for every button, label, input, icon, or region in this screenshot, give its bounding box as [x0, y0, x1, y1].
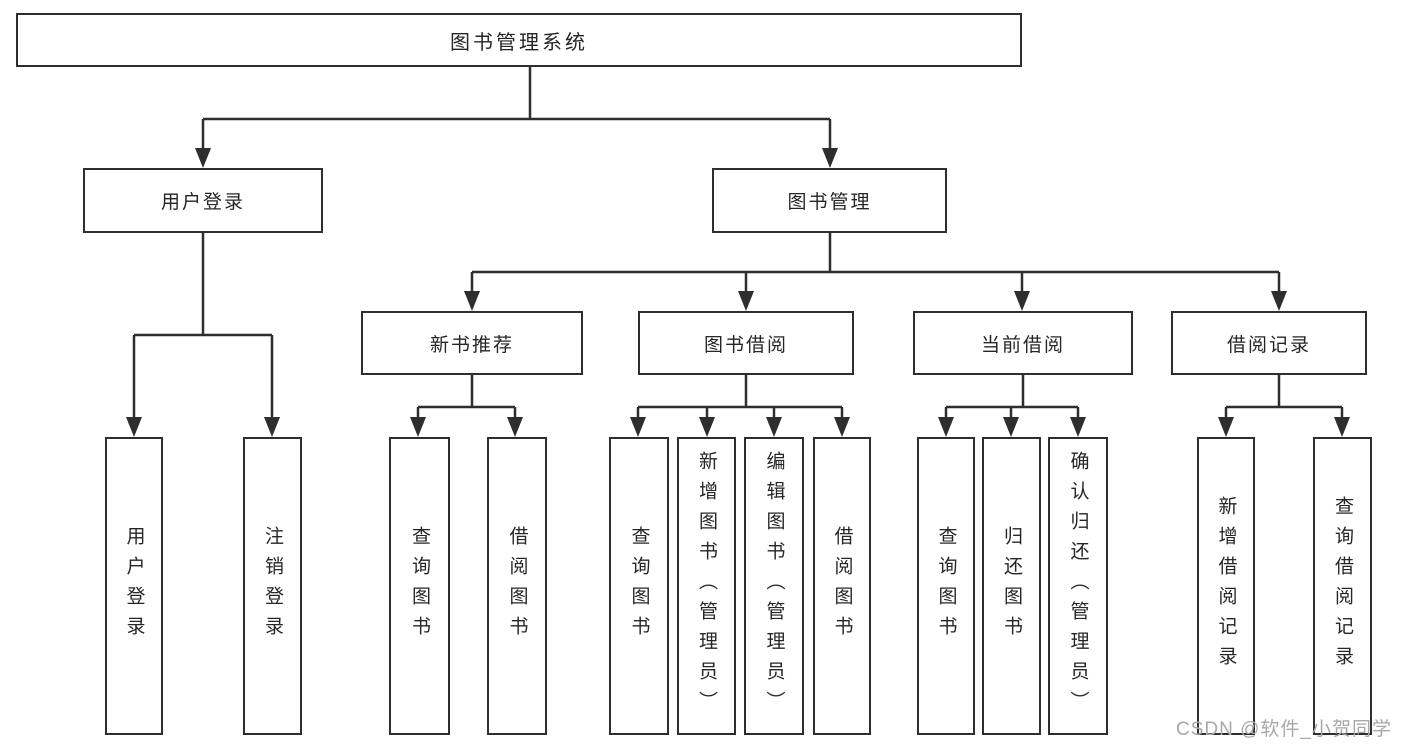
- leaf-current-confirm-return-admin: 确认归还（管理员）: [1048, 437, 1108, 735]
- node-book-management: 图书管理: [712, 168, 947, 233]
- leaf-borrow-add-books-admin: 新增图书（管理员）: [677, 437, 736, 735]
- leaf-current-query-books: 查询图书: [917, 437, 975, 735]
- leaf-record-add-borrow-record: 新增借阅记录: [1197, 437, 1255, 735]
- node-borrow-record-label: 借阅记录: [1226, 334, 1311, 356]
- leaf-current-return-books-label: 归还图书: [1001, 526, 1022, 646]
- csdn-watermark: CSDN @软件_小贺同学: [1176, 719, 1392, 740]
- node-current-borrow-label: 当前借阅: [980, 334, 1065, 356]
- node-current-borrow: 当前借阅: [913, 311, 1133, 375]
- node-user-login-label: 用户登录: [160, 192, 245, 213]
- leaf-borrow-edit-books-admin: 编辑图书（管理员）: [744, 437, 804, 735]
- leaf-current-confirm-return-admin-label: 确认归还（管理员）: [1067, 451, 1089, 721]
- node-book-borrow: 图书借阅: [638, 311, 854, 375]
- node-new-book-recommend: 新书推荐: [361, 311, 583, 375]
- leaf-borrow-edit-books-admin-label: 编辑图书（管理员）: [763, 451, 785, 721]
- leaf-current-query-books-label: 查询图书: [935, 526, 957, 646]
- node-root-label: 图书管理系统: [450, 31, 588, 54]
- leaf-newbook-query-books: 查询图书: [389, 437, 450, 735]
- leaf-current-return-books: 归还图书: [982, 437, 1041, 735]
- leaf-newbook-borrow-books-label: 借阅图书: [506, 526, 528, 646]
- leaf-record-add-borrow-record-label: 新增借阅记录: [1215, 496, 1237, 676]
- leaf-user-login: 用户登录: [105, 437, 163, 735]
- leaf-record-query-borrow-record-label: 查询借阅记录: [1332, 496, 1353, 676]
- leaf-borrow-add-books-admin-label: 新增图书（管理员）: [696, 451, 717, 721]
- leaf-record-query-borrow-record: 查询借阅记录: [1313, 437, 1372, 735]
- leaf-logout-label: 注销登录: [262, 526, 283, 646]
- leaf-borrow-query-books-label: 查询图书: [628, 526, 650, 646]
- node-book-borrow-label: 图书借阅: [703, 334, 788, 356]
- leaf-borrow-query-books: 查询图书: [609, 437, 669, 735]
- leaf-newbook-query-books-label: 查询图书: [409, 526, 430, 646]
- leaf-logout: 注销登录: [243, 437, 302, 735]
- leaf-borrow-borrow-books-label: 借阅图书: [831, 526, 853, 646]
- node-user-login: 用户登录: [83, 168, 323, 233]
- leaf-newbook-borrow-books: 借阅图书: [487, 437, 547, 735]
- node-root: 图书管理系统: [16, 13, 1022, 67]
- node-new-book-recommend-label: 新书推荐: [429, 334, 514, 356]
- leaf-borrow-borrow-books: 借阅图书: [813, 437, 871, 735]
- node-borrow-record: 借阅记录: [1171, 311, 1367, 375]
- leaf-user-login-label: 用户登录: [123, 526, 145, 646]
- node-book-management-label: 图书管理: [787, 192, 872, 213]
